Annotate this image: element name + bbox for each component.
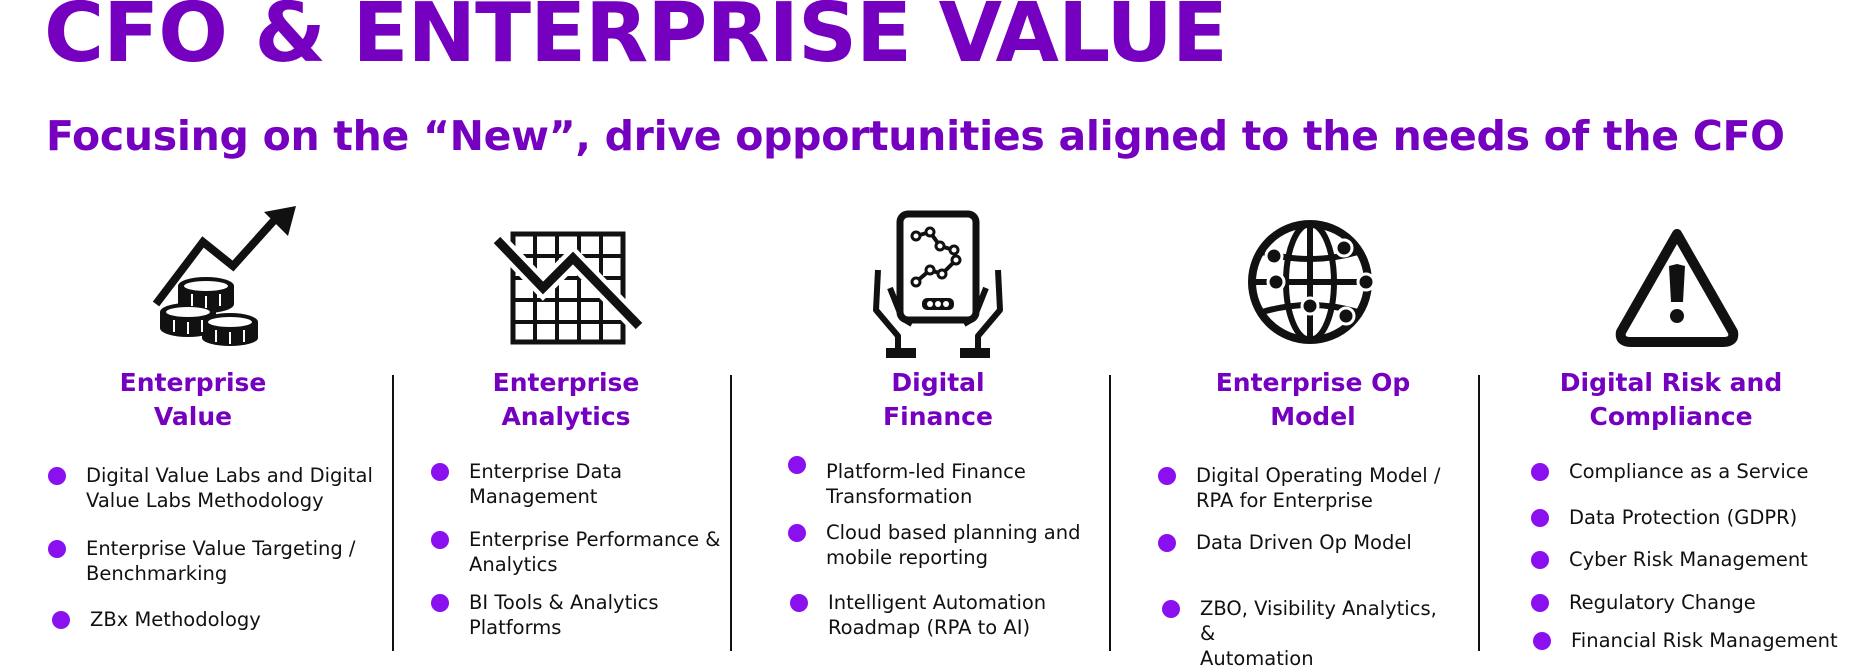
list-item: ZBx Methodology bbox=[52, 607, 261, 632]
column-divider bbox=[392, 375, 394, 651]
bullet-icon bbox=[48, 467, 66, 485]
warning-triangle-icon bbox=[1615, 229, 1739, 347]
page-subtitle: Focusing on the “New”, drive opportuniti… bbox=[46, 112, 1785, 160]
tablet-in-hands-icon bbox=[873, 210, 1003, 358]
column-divider bbox=[1109, 375, 1111, 651]
list-item: Financial Risk Management bbox=[1533, 628, 1838, 653]
list-item: Data Protection (GDPR) bbox=[1531, 505, 1797, 530]
list-item: Cloud based planning and mobile reportin… bbox=[788, 520, 1080, 570]
list-item: Platform-led Finance Transformation bbox=[788, 452, 1026, 508]
list-item: Intelligent Automation Roadmap (RPA to A… bbox=[790, 590, 1046, 640]
list-item: Compliance as a Service bbox=[1531, 459, 1809, 484]
list-item: Cyber Risk Management bbox=[1531, 547, 1808, 572]
bullet-icon bbox=[1531, 551, 1549, 569]
list-item: Enterprise Performance & Analytics bbox=[431, 527, 720, 577]
bullet-icon bbox=[1533, 632, 1551, 650]
grid-decline-chart-icon bbox=[493, 231, 645, 345]
list-item: Data Driven Op Model bbox=[1158, 530, 1412, 555]
bullet-icon bbox=[1162, 600, 1180, 618]
list-item: BI Tools & Analytics Platforms bbox=[431, 590, 659, 640]
bullet-icon bbox=[52, 611, 70, 629]
bullet-icon bbox=[1531, 594, 1549, 612]
bullet-icon bbox=[1158, 534, 1176, 552]
bullet-icon bbox=[431, 531, 449, 549]
column-divider bbox=[730, 375, 732, 651]
list-item: Enterprise Data Management bbox=[431, 459, 622, 509]
list-item: ZBO, Visibility Analytics, & Automation bbox=[1162, 596, 1458, 671]
bullet-icon bbox=[431, 594, 449, 612]
list-item: Digital Operating Model / RPA for Enterp… bbox=[1158, 463, 1440, 513]
column-divider bbox=[1478, 375, 1480, 651]
network-globe-icon bbox=[1248, 220, 1374, 344]
coins-growth-chart-icon bbox=[152, 206, 296, 346]
list-item: Digital Value Labs and Digital Value Lab… bbox=[48, 463, 373, 513]
bullet-icon bbox=[1531, 509, 1549, 527]
page-title: CFO & ENTERPRISE VALUE bbox=[44, 0, 1228, 81]
bullet-icon bbox=[788, 524, 806, 542]
bullet-icon bbox=[1531, 463, 1549, 481]
bullet-icon bbox=[48, 540, 66, 558]
bullet-icon bbox=[788, 456, 806, 474]
bullet-icon bbox=[1158, 467, 1176, 485]
list-item: Enterprise Value Targeting / Benchmarkin… bbox=[48, 536, 356, 586]
bullet-icon bbox=[790, 594, 808, 612]
bullet-icon bbox=[431, 463, 449, 481]
list-item: Regulatory Change bbox=[1531, 590, 1756, 615]
